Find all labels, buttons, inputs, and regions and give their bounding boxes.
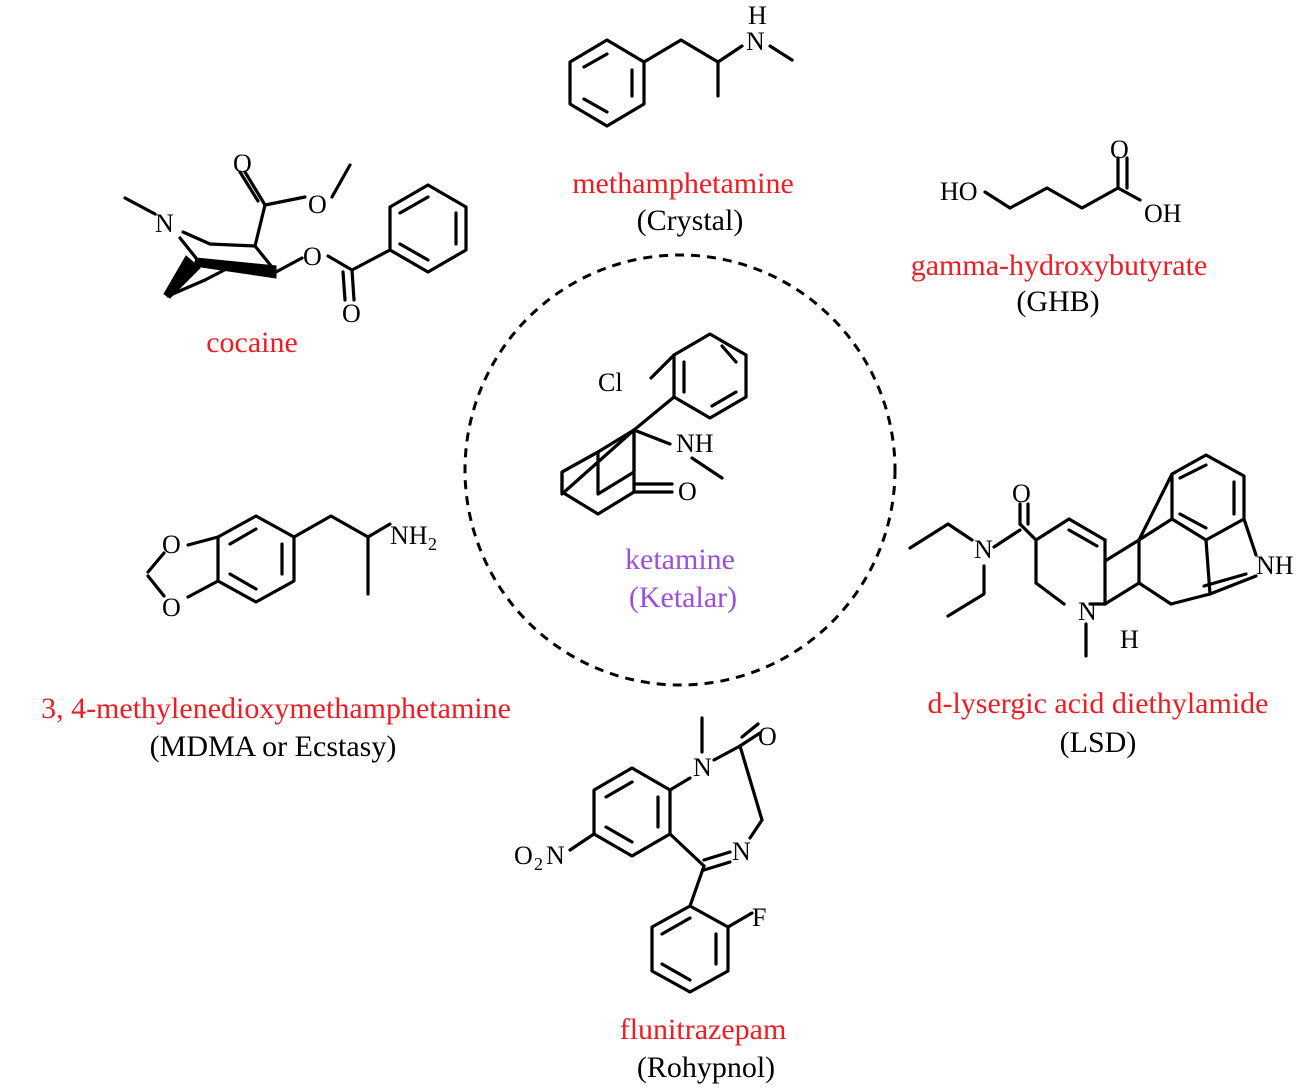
flunitrazepam-o2n-o-atom: O <box>514 841 533 870</box>
ghb-oh-atom: OH <box>1144 199 1182 228</box>
lsd-structure: NH N H O N <box>908 453 1294 658</box>
mdma-structure: O O NH 2 <box>146 514 437 622</box>
cocaine-n-atom: N <box>155 209 174 238</box>
methamphetamine-structure: H N <box>568 1 794 128</box>
methamphetamine-name: methamphetamine <box>572 167 794 200</box>
cocaine-carbonyl-o-atom: O <box>233 149 252 178</box>
ketamine-alias: (Ketalar) <box>629 581 737 614</box>
flunitrazepam-f-atom: F <box>752 903 766 932</box>
cocaine-ester2-o-atom: O <box>303 242 322 271</box>
cocaine-ester-o-atom: O <box>308 190 327 219</box>
lsd-h-atom: H <box>1120 625 1139 654</box>
flunitrazepam-n4-atom: N <box>732 837 751 866</box>
lsd-amide-n-atom: N <box>974 535 993 564</box>
ketamine-cl-atom: Cl <box>598 368 623 397</box>
cocaine-benzoyl-o-atom: O <box>342 299 361 328</box>
lsd-nh-atom: NH <box>1256 551 1294 580</box>
ketamine-name: ketamine <box>625 543 735 576</box>
cocaine-structure: O O N O O <box>123 149 468 328</box>
mdma-nh2-atom: NH <box>390 521 428 550</box>
methamphetamine-n-atom: N <box>746 27 765 56</box>
methamphetamine-alias: (Crystal) <box>637 204 744 237</box>
methamphetamine-h-atom: H <box>748 1 767 30</box>
flunitrazepam-o2n-n-atom: N <box>546 841 565 870</box>
mdma-o2-atom: O <box>162 593 181 622</box>
ghb-alias: (GHB) <box>1016 285 1099 318</box>
ghb-structure: HO O OH <box>940 135 1182 228</box>
flunitrazepam-name: flunitrazepam <box>620 1013 787 1046</box>
flunitrazepam-alias: (Rohypnol) <box>637 1051 775 1084</box>
mdma-o1-atom: O <box>162 530 181 559</box>
lsd-name: d-lysergic acid diethylamide <box>927 687 1268 720</box>
mdma-nh2-subscript: 2 <box>428 534 437 554</box>
ketamine-structure: Cl O NH <box>560 332 748 516</box>
cocaine-name: cocaine <box>206 326 298 359</box>
ketamine-o-atom: O <box>678 477 697 506</box>
ketamine-highlight-circle <box>463 253 897 687</box>
lsd-carbonyl-o-atom: O <box>1012 479 1031 508</box>
lsd-alias: (LSD) <box>1060 726 1137 759</box>
mdma-alias: (MDMA or Ecstasy) <box>150 730 397 763</box>
ghb-carbonyl-o-atom: O <box>1110 135 1129 164</box>
ghb-name: gamma-hydroxybutyrate <box>911 249 1208 282</box>
ghb-ho-atom: HO <box>940 177 978 206</box>
flunitrazepam-n1-atom: N <box>693 753 712 782</box>
mdma-name: 3, 4-methylenedioxymethamphetamine <box>41 692 511 725</box>
flunitrazepam-structure: N O N O 2 N F <box>514 716 777 994</box>
flunitrazepam-carbonyl-o-atom: O <box>758 722 777 751</box>
lsd-ring-n-atom: N <box>1078 597 1097 626</box>
ketamine-nh-atom: NH <box>676 429 714 458</box>
flunitrazepam-o2n-subscript: 2 <box>534 854 543 874</box>
